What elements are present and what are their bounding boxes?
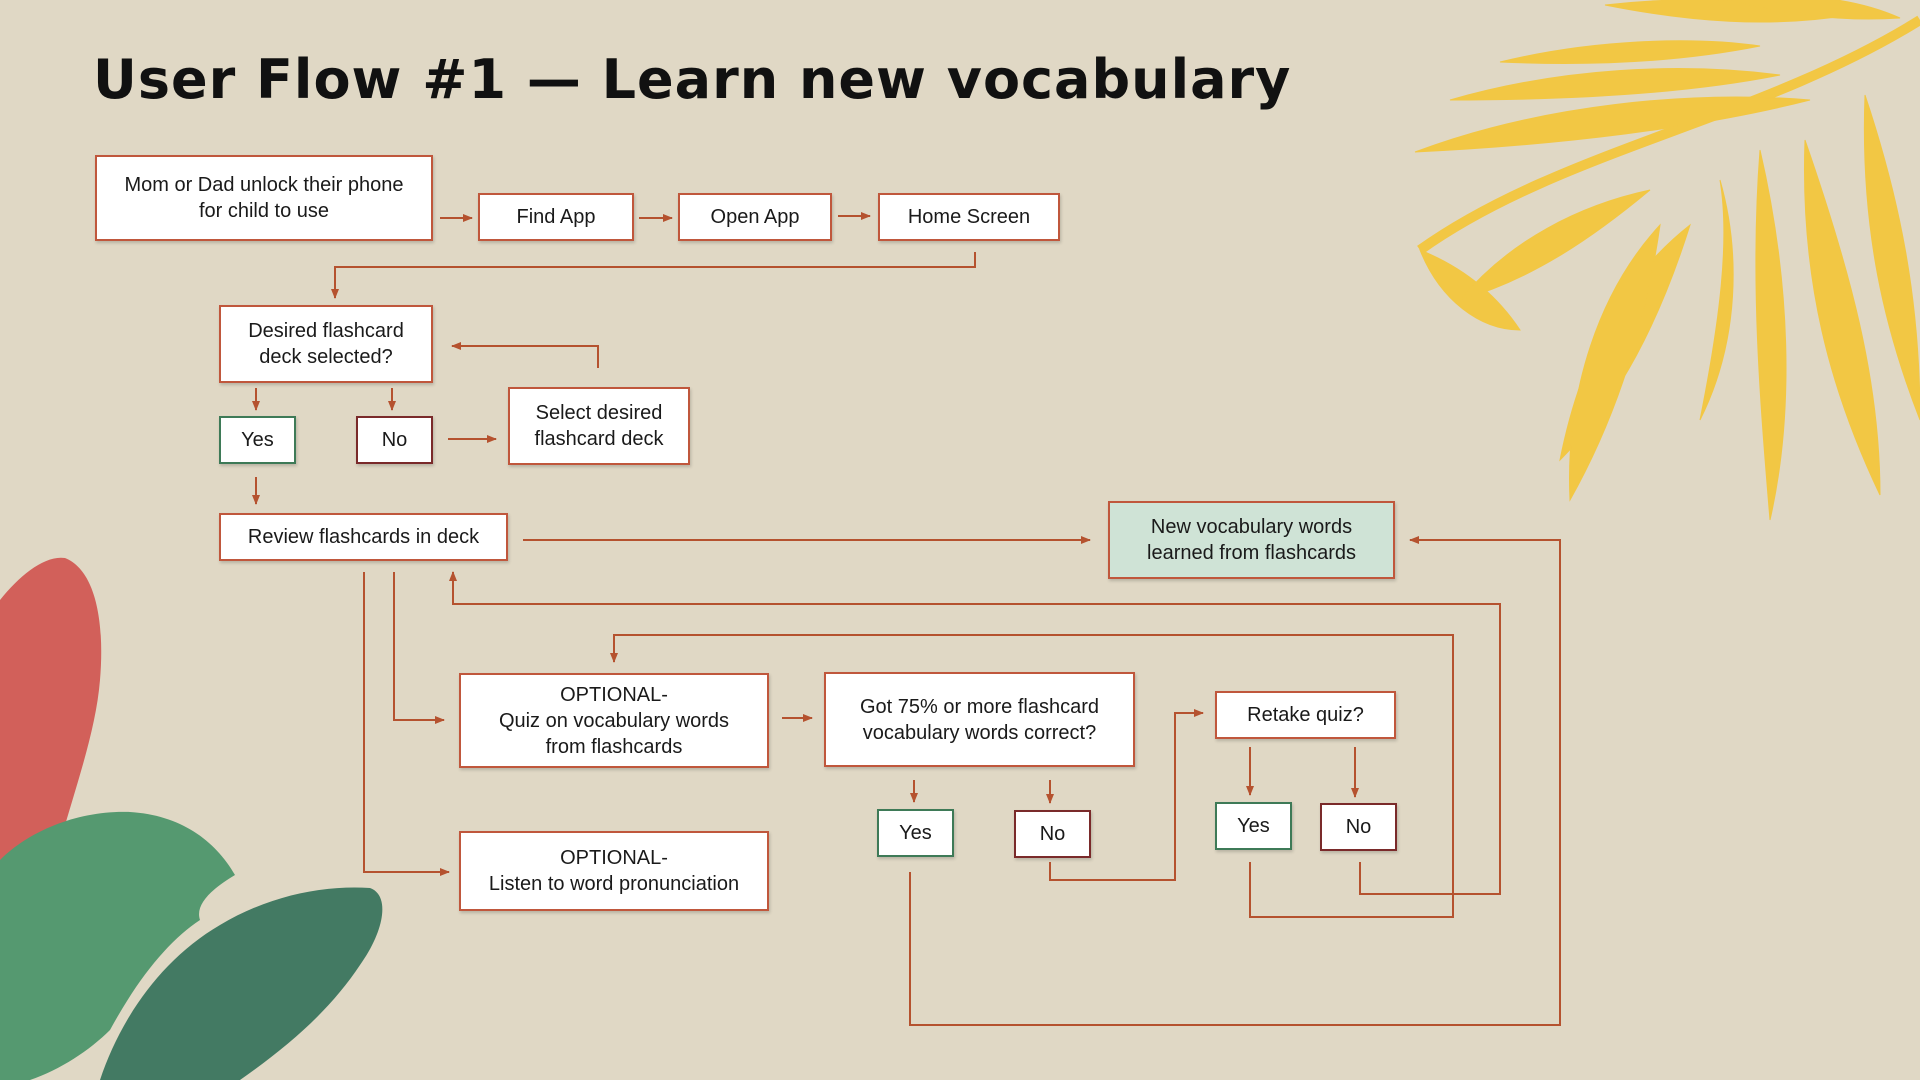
- node-score-no: No: [1014, 810, 1091, 858]
- arrow-review-to-quiz: [393, 572, 445, 724]
- arrow-home-to-deck: [331, 252, 976, 299]
- node-score-check: Got 75% or more flashcard vocabulary wor…: [824, 672, 1135, 767]
- node-select-deck: Select desired flashcard deck: [508, 387, 690, 465]
- node-new-words-learned: New vocabulary words learned from flashc…: [1108, 501, 1395, 579]
- node-deck-no: No: [356, 416, 433, 464]
- palm-leaf-yellow-icon: [1414, 0, 1920, 521]
- node-deck-yes: Yes: [219, 416, 296, 464]
- node-optional-listen: OPTIONAL- Listen to word pronunciation: [459, 831, 769, 911]
- node-optional-quiz: OPTIONAL- Quiz on vocabulary words from …: [459, 673, 769, 768]
- arrow-no-to-retake: [1049, 709, 1204, 881]
- node-unlock-phone: Mom or Dad unlock their phone for child …: [95, 155, 433, 241]
- node-retake-quiz: Retake quiz?: [1215, 691, 1396, 739]
- arrow-select-back-to-deck: [451, 342, 599, 368]
- page-title: User Flow #1 — Learn new vocabulary: [93, 48, 1292, 111]
- node-home-screen: Home Screen: [878, 193, 1060, 241]
- node-review-flashcards: Review flashcards in deck: [219, 513, 508, 561]
- arrow-score-yes-to-learned: [909, 536, 1561, 1026]
- arrow-review-to-listen: [363, 572, 450, 876]
- node-open-app: Open App: [678, 193, 832, 241]
- monstera-leaf-dark-green-icon: [100, 887, 383, 1080]
- arrow-retake-no-to-review: [449, 571, 1501, 895]
- node-deck-selected: Desired flashcard deck selected?: [219, 305, 433, 383]
- node-score-yes: Yes: [877, 809, 954, 857]
- node-retake-yes: Yes: [1215, 802, 1292, 850]
- arrow-retake-yes-to-quiz: [610, 634, 1454, 918]
- node-find-app: Find App: [478, 193, 634, 241]
- monstera-leaf-green-icon: [0, 811, 235, 1080]
- node-retake-no: No: [1320, 803, 1397, 851]
